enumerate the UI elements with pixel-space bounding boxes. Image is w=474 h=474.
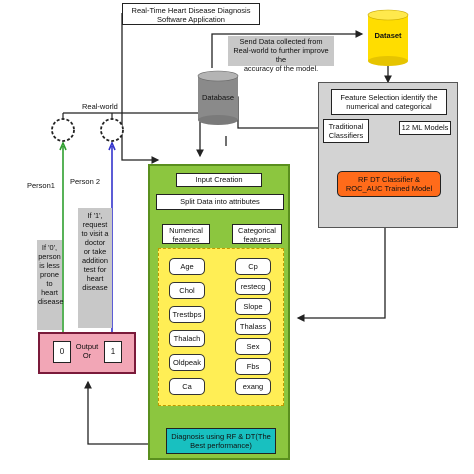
real-world-label: Real-world [82,102,118,111]
numerical-header-line2: features [172,235,200,244]
traditional-line2: Classifiers [328,131,364,140]
categorical-header-line2: features [243,235,271,244]
send-note-line3: accuracy of the model. [243,64,319,73]
feature-exang: exang [235,378,271,395]
note-one: If '1', request to visit a doctor or tak… [78,208,112,328]
input-creation-title: Input Creation [176,173,262,187]
note-one-line5: or take [83,247,107,256]
note-zero-line1: If '0', [41,243,58,252]
feature-ca: Ca [169,378,205,395]
traditional-line1: Traditional [328,122,364,131]
arrow-db-to-dataset [211,30,364,68]
feature-thalass: Thalass [235,318,271,335]
person2-node [100,118,124,142]
person1-node [51,118,75,142]
input-creation-panel: Input Creation Split Data into attribute… [148,164,290,460]
note-zero: If '0', person is less prone to heart di… [37,240,64,330]
note-zero-line6: disease [38,297,64,306]
feature-selection-line1: Feature Selection identify the [340,93,438,102]
output-one-box: 1 [104,341,122,363]
output-zero-box: 0 [53,341,71,363]
trained-model-line1: RF DT Classifier & [358,175,420,184]
person1-label: Person1 [27,181,55,190]
arrow-diagnosis-to-output [84,380,166,445]
arrow-model-to-input [296,200,386,322]
note-zero-line2: person [38,252,61,261]
note-one-line2: request [82,220,108,229]
feature-thalach: Thalach [169,330,205,347]
feature-cp: Cp [235,258,271,275]
note-one-line7: test for [83,265,107,274]
numerical-header: Numerical features [162,224,210,244]
output-box: 0 Output Or 1 [38,332,136,374]
ml-models-box: 12 ML Models [399,121,451,135]
note-one-line1: If '1', [87,211,103,220]
note-one-line3: to visit a [81,229,109,238]
feature-oldpeak: Oldpeak [169,354,205,371]
dataset-label: Dataset [374,31,402,40]
note-zero-line3: is less [39,261,60,270]
app-title-line1: Real-Time Heart Disease Diagnosis [131,6,251,15]
person2-label: Person 2 [70,177,101,186]
feature-selection-box: Feature Selection identify the numerical… [331,89,447,115]
database-icon [197,70,239,125]
feature-age: Age [169,258,205,275]
feature-sex: Sex [235,338,271,355]
database-label: Database [201,93,235,102]
note-zero-line5: heart [41,288,58,297]
model-panel: Feature Selection identify the numerical… [318,82,458,228]
dataset-icon [367,9,409,66]
note-zero-line4: prone to [40,270,59,288]
diagnosis-box: Diagnosis using RF & DT(The Best perform… [166,428,276,454]
feature-fbs: Fbs [235,358,271,375]
categorical-header-line1: Categorical [238,226,276,235]
features-container: Age Chol Trestbps Thalach Oldpeak Ca Cp … [158,248,284,406]
split-attributes-box: Split Data into attributes [156,194,284,210]
numerical-header-line1: Numerical [169,226,203,235]
diagnosis-line1: Diagnosis using RF & DT(The [171,432,271,441]
note-one-line8: heart [86,274,104,283]
feature-selection-line2: numerical and categorical [346,102,432,111]
send-note-line1: Send Data collected from [239,37,323,46]
send-data-note: Send Data collected from Real-world to f… [228,36,334,73]
feature-restecg: restecg [235,278,271,295]
trained-model-line2: ROC_AUC Trained Model [345,184,433,193]
diagnosis-line2: Best performance) [190,441,252,450]
arrow-title-to-input [121,13,160,164]
feature-slope: Slope [235,298,271,315]
app-title-line2: Software Application [157,15,225,24]
feature-trestbps: Trestbps [169,306,205,323]
send-note-line2: Real-world to further improve the [233,46,329,64]
note-one-line4: doctor [84,238,106,247]
output-label-line2: Or [82,351,92,360]
arrow-db-to-features [228,96,320,129]
traditional-classifiers-box: Traditional Classifiers [323,119,369,143]
note-one-line9: disease [82,283,108,292]
categorical-header: Categorical features [232,224,282,244]
note-one-line6: addition [82,256,108,265]
feature-chol: Chol [169,282,205,299]
trained-model-box: RF DT Classifier & ROC_AUC Trained Model [337,171,441,197]
output-label: Output Or [72,342,102,360]
output-label-line1: Output [75,342,99,351]
app-title-box: Real-Time Heart Disease Diagnosis Softwa… [122,3,260,25]
